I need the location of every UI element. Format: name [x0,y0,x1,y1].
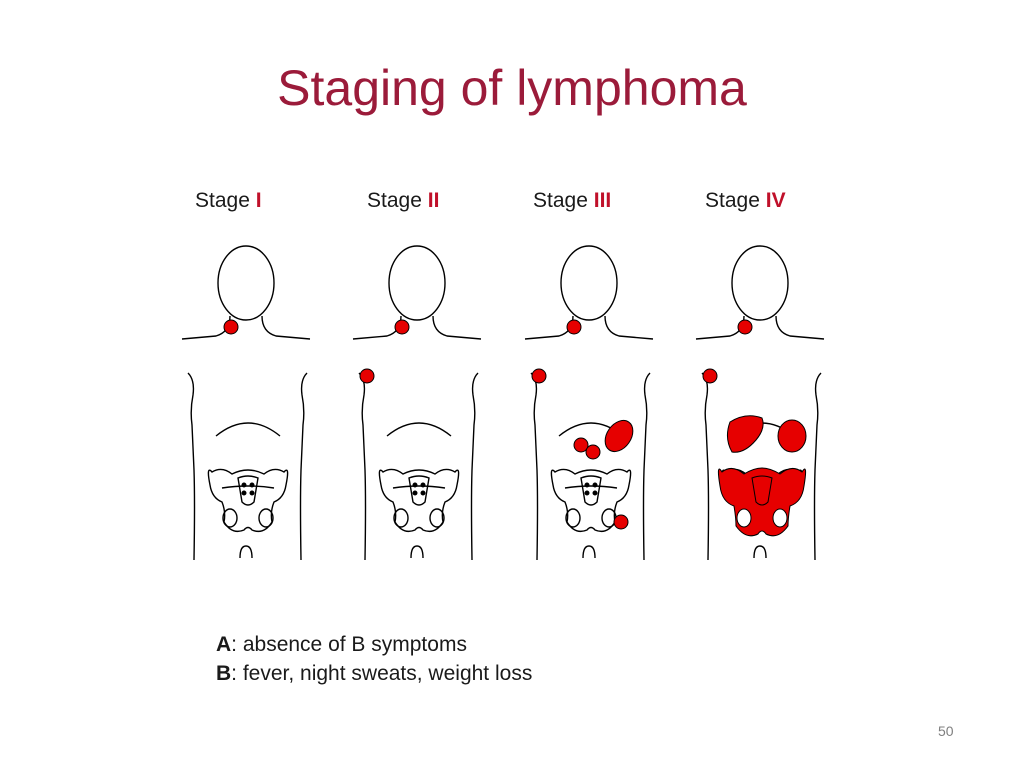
lymph-node-abdominal-2 [585,444,601,460]
lymph-node-axilla [359,368,375,384]
stage-numeral: I [255,189,262,212]
body-figure-stage-1 [181,245,311,561]
lymph-node-neck [223,319,239,335]
stage-label-1: Stage I [195,186,262,216]
obturator-left [736,508,752,528]
lymph-node-inguinal [613,514,629,530]
stage-numeral: III [593,189,612,212]
legend-key-a: A [216,633,232,656]
liver-involvement [726,415,764,453]
legend-key-b: B [216,662,232,685]
pelvis-involvement [717,467,807,537]
body-figure-stage-3 [524,245,654,561]
obturator-right [772,508,788,528]
stage-numeral: II [427,189,440,212]
legend-line-b: B: fever, night sweats, weight loss [216,659,532,688]
legend-text-b: : fever, night sweats, weight loss [231,662,533,685]
spleen-lesion [604,419,634,453]
sacrum-detail [751,475,773,506]
lymph-node-abdominal-1 [573,437,589,453]
body-figure-stage-2 [352,245,482,561]
lymph-node-axilla [702,368,718,384]
page-number: 50 [938,723,954,739]
legend-text-a: : absence of B symptoms [231,633,467,656]
symptom-legend: A: absence of B symptoms B: fever, night… [216,630,532,688]
stage-prefix: Stage [705,189,760,212]
stage-label-4: Stage IV [705,186,786,216]
stage-numeral: IV [765,189,786,212]
lymph-node-neck [394,319,410,335]
lymph-node-neck [566,319,582,335]
body-figure-stage-4 [695,245,825,561]
lymph-node-axilla [531,368,547,384]
spleen-involvement [777,419,807,453]
stage-prefix: Stage [367,189,422,212]
stage-prefix: Stage [533,189,588,212]
stage-label-3: Stage III [533,186,611,216]
legend-line-a: A: absence of B symptoms [216,630,532,659]
stage-label-2: Stage II [367,186,439,216]
slide-title: Staging of lymphoma [277,60,747,116]
lymph-node-neck [737,319,753,335]
stage-prefix: Stage [195,189,250,212]
